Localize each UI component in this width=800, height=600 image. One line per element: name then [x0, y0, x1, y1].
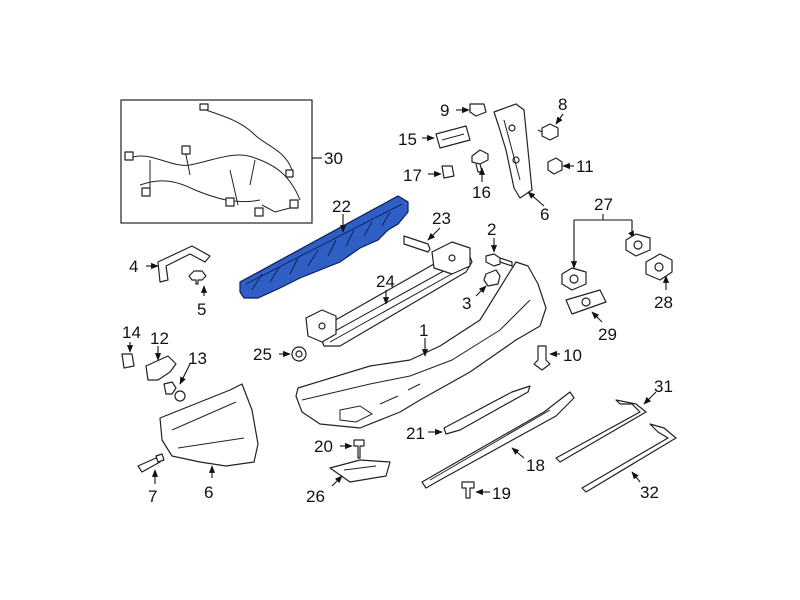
- molding-strip-31[interactable]: [555, 399, 647, 463]
- sensor-bracket-28[interactable]: [645, 253, 673, 281]
- bumper-cover[interactable]: [295, 261, 547, 429]
- callout-16: 16: [472, 183, 491, 202]
- nut-25[interactable]: [291, 346, 307, 362]
- sensor-retainer-29[interactable]: [565, 289, 607, 315]
- callout-31: 31: [654, 377, 673, 396]
- clip-9[interactable]: [469, 103, 487, 117]
- callout-1: 1: [419, 321, 428, 340]
- push-pin-7[interactable]: [137, 453, 165, 473]
- callout-17: 17: [403, 166, 422, 185]
- callout-2: 2: [487, 220, 496, 239]
- clip-17[interactable]: [441, 165, 455, 179]
- callout-10: 10: [563, 346, 582, 365]
- callout-12: 12: [150, 329, 169, 348]
- nut-11[interactable]: [547, 157, 563, 175]
- callout-7: 7: [148, 487, 157, 506]
- reflector-15[interactable]: [435, 125, 471, 149]
- bracket-4[interactable]: [157, 245, 211, 283]
- clip-14[interactable]: [121, 353, 135, 369]
- callout-6-lower: 6: [204, 483, 213, 502]
- callout-32: 32: [640, 483, 659, 502]
- clip-nut-3[interactable]: [483, 269, 501, 287]
- parking-sensor-right[interactable]: [625, 233, 651, 257]
- callout-28: 28: [654, 293, 673, 312]
- callout-13: 13: [188, 349, 207, 368]
- callout-5: 5: [197, 300, 206, 319]
- bolt-8[interactable]: [537, 123, 559, 141]
- screw-19[interactable]: [461, 481, 475, 499]
- wiring-harness-inset[interactable]: [120, 99, 313, 224]
- callout-18: 18: [526, 456, 545, 475]
- energy-absorber-highlighted[interactable]: [239, 195, 409, 299]
- reinforcement-bar[interactable]: [305, 241, 473, 347]
- push-pin-5[interactable]: [188, 270, 207, 285]
- callout-20: 20: [314, 437, 333, 456]
- callout-27: 27: [594, 195, 613, 214]
- callout-8: 8: [558, 95, 567, 114]
- reflector-26[interactable]: [329, 459, 391, 483]
- bolt-23[interactable]: [403, 235, 431, 253]
- bolt-2[interactable]: [485, 253, 513, 267]
- callout-3: 3: [462, 294, 471, 313]
- bolt-16[interactable]: [471, 149, 489, 173]
- callout-30: 30: [324, 149, 343, 168]
- callout-23: 23: [432, 209, 451, 228]
- bolt-10[interactable]: [533, 345, 551, 371]
- callout-24: 24: [376, 272, 395, 291]
- lower-valance-21[interactable]: [443, 385, 531, 435]
- callout-6-upper: 6: [540, 205, 549, 224]
- callout-22: 22: [332, 197, 351, 216]
- callout-14: 14: [122, 323, 141, 342]
- callout-21: 21: [406, 424, 425, 443]
- bracket-12[interactable]: [145, 355, 177, 381]
- bolt-13[interactable]: [163, 381, 186, 402]
- callout-29: 29: [598, 325, 617, 344]
- molding-strip-32[interactable]: [581, 423, 677, 493]
- skid-plate-18[interactable]: [421, 391, 575, 489]
- callout-11: 11: [576, 157, 594, 176]
- callout-9: 9: [440, 101, 449, 120]
- callout-27-bracket: [573, 214, 633, 262]
- callout-26: 26: [306, 487, 325, 506]
- callout-4: 4: [129, 257, 138, 276]
- parking-sensor-left[interactable]: [561, 267, 587, 291]
- callout-25: 25: [253, 345, 272, 364]
- side-bracket-upper[interactable]: [493, 103, 533, 199]
- callout-15: 15: [398, 130, 417, 149]
- side-bracket-lower[interactable]: [159, 383, 259, 467]
- callout-19: 19: [492, 484, 511, 503]
- bolt-20[interactable]: [353, 439, 365, 459]
